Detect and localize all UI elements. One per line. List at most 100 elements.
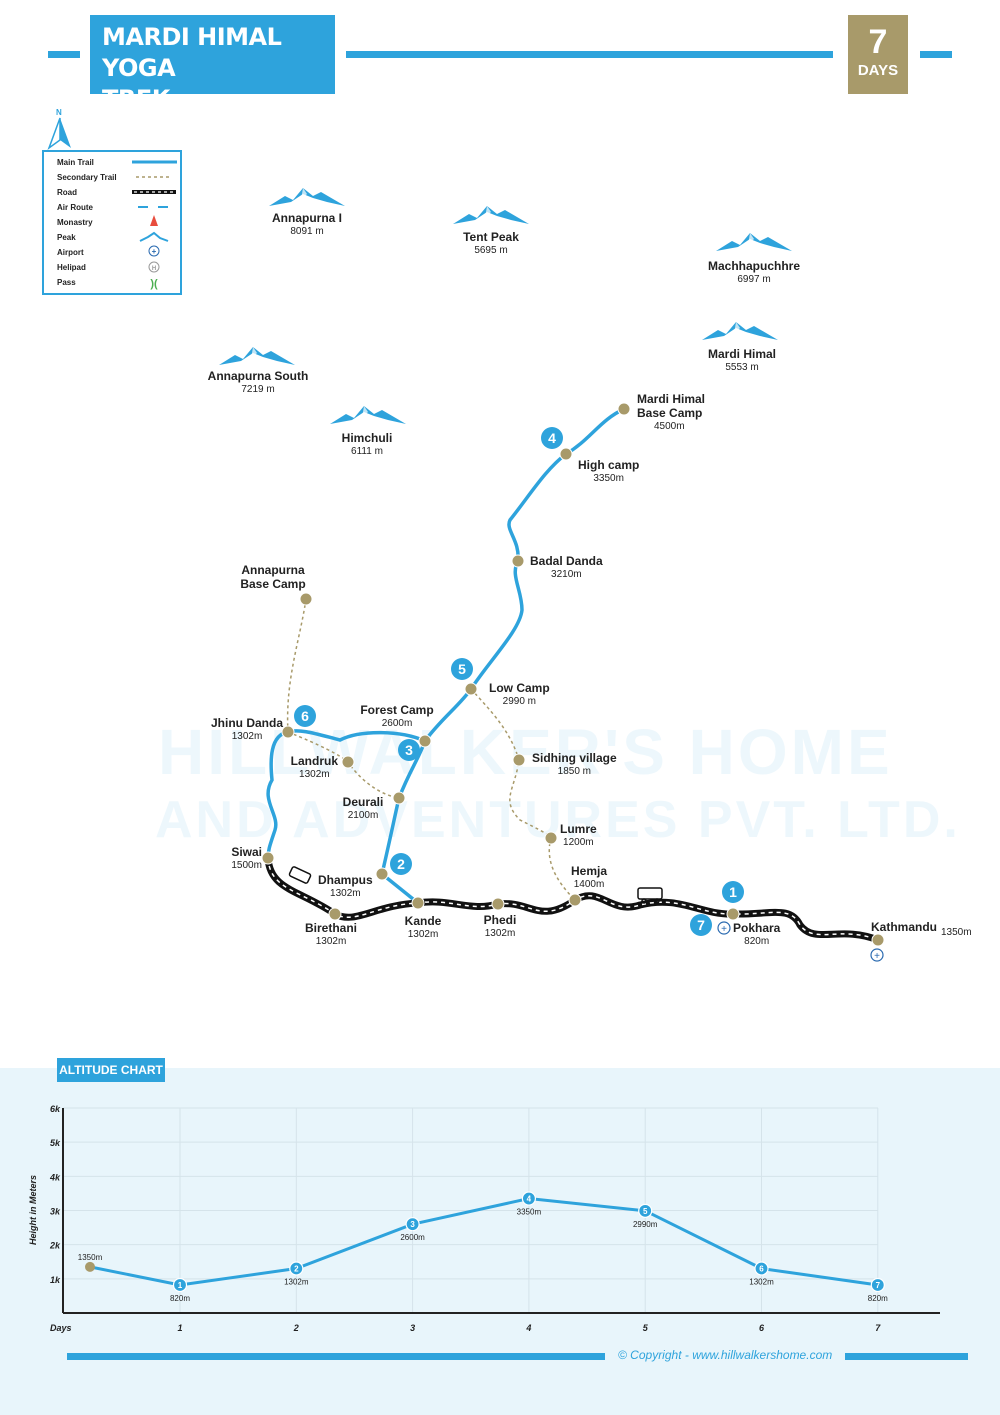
data-point (289, 1261, 304, 1276)
svg-text:+: + (152, 247, 157, 256)
compass-label: N (56, 108, 62, 117)
title-line: TREK (102, 85, 170, 113)
svg-text:+: + (874, 951, 880, 962)
legend-item: Pass (57, 278, 76, 290)
day-badge: 3 (398, 739, 420, 761)
y-axis-label: Height in Meters (28, 1175, 38, 1245)
peak-icon (330, 406, 406, 424)
data-label: 2600m (400, 1233, 425, 1242)
days-label: DAYS (857, 62, 899, 79)
title-line: MARDI HIMAL YOGA (102, 23, 282, 82)
legend-label: Secondary Trail (57, 173, 117, 182)
altitude-line (89, 1197, 879, 1287)
legend-label: Peak (57, 233, 76, 242)
place-nodes (261, 402, 885, 947)
data-point (754, 1261, 769, 1276)
point-marker: 5 (643, 1207, 648, 1216)
legend-label: Road (57, 188, 77, 197)
legend-label: Airport (57, 248, 84, 257)
legend-item: Secondary Trail (57, 173, 117, 185)
peak-icon (453, 206, 529, 224)
vehicle-icon (288, 866, 663, 904)
legend-item: Airport (57, 248, 84, 260)
data-label: 2990m (633, 1220, 658, 1229)
pass-icon: )( (150, 278, 158, 290)
start-point (85, 1261, 95, 1272)
data-point (638, 1203, 653, 1218)
data-label: 1302m (749, 1278, 774, 1287)
footer-rule (67, 1353, 605, 1360)
page-title: MARDI HIMAL YOGA TREK (90, 15, 335, 113)
y-tick-label: 6k (50, 1104, 61, 1114)
y-tick-label: 5k (50, 1138, 61, 1148)
point-marker: 1 (178, 1281, 183, 1290)
point-marker: 3 (410, 1220, 415, 1229)
legend-item: Monastry (57, 218, 93, 230)
data-point (405, 1217, 420, 1232)
point-marker: 7 (876, 1281, 881, 1290)
legend-label: Main Trail (57, 158, 94, 167)
x-tick-label: 6 (759, 1323, 765, 1333)
point-marker: 4 (527, 1195, 532, 1204)
data-label: 1302m (284, 1278, 309, 1287)
peak-icon (716, 233, 792, 251)
peak-icon (269, 188, 345, 206)
legend-item: Main Trail (57, 158, 94, 170)
data-label: 3350m (517, 1208, 542, 1217)
y-tick-label: 4k (49, 1172, 61, 1182)
secondary-trail (286, 598, 576, 901)
x-tick-label: 7 (875, 1323, 881, 1333)
y-tick-label: 3k (50, 1207, 61, 1217)
day-badge: 5 (451, 658, 473, 680)
peak-icon (139, 231, 169, 242)
legend-label: Monastry (57, 218, 93, 227)
place-label: Annapurna Base Camp (240, 563, 306, 591)
legend-label: Pass (57, 278, 76, 287)
x-axis-label: Days (50, 1323, 72, 1333)
airport-icon (717, 921, 884, 962)
map-legend: Main Trail Secondary Trail Road Air Rout… (42, 150, 182, 295)
helipad-icon (148, 261, 160, 273)
watermark: HILLWALKER'S HOME (158, 716, 893, 788)
legend-item: Peak (57, 233, 76, 245)
day-badge: 4 (541, 427, 563, 449)
svg-text:+: + (721, 924, 727, 935)
x-tick-label: 3 (410, 1323, 415, 1333)
chart-title: ALTITUDE CHART (57, 1058, 165, 1082)
x-tick-label: 5 (643, 1323, 649, 1333)
legend-item: Helipad (57, 263, 86, 275)
monastery-icon (150, 215, 158, 226)
day-badge: 1 (722, 881, 744, 903)
day-badge: 7 (690, 914, 712, 936)
data-point (172, 1277, 188, 1293)
point-marker: 6 (759, 1265, 764, 1274)
day-badge: 6 (294, 705, 316, 727)
legend-item: Road (57, 188, 77, 200)
data-label: 1350m (78, 1253, 103, 1262)
legend-symbols: + H )( (132, 160, 177, 290)
copyright: © Copyright - www.hillwalkershome.com (618, 1348, 833, 1362)
airport-icon (148, 245, 160, 257)
legend-item: Air Route (57, 203, 93, 215)
x-tick-label: 4 (525, 1323, 531, 1333)
